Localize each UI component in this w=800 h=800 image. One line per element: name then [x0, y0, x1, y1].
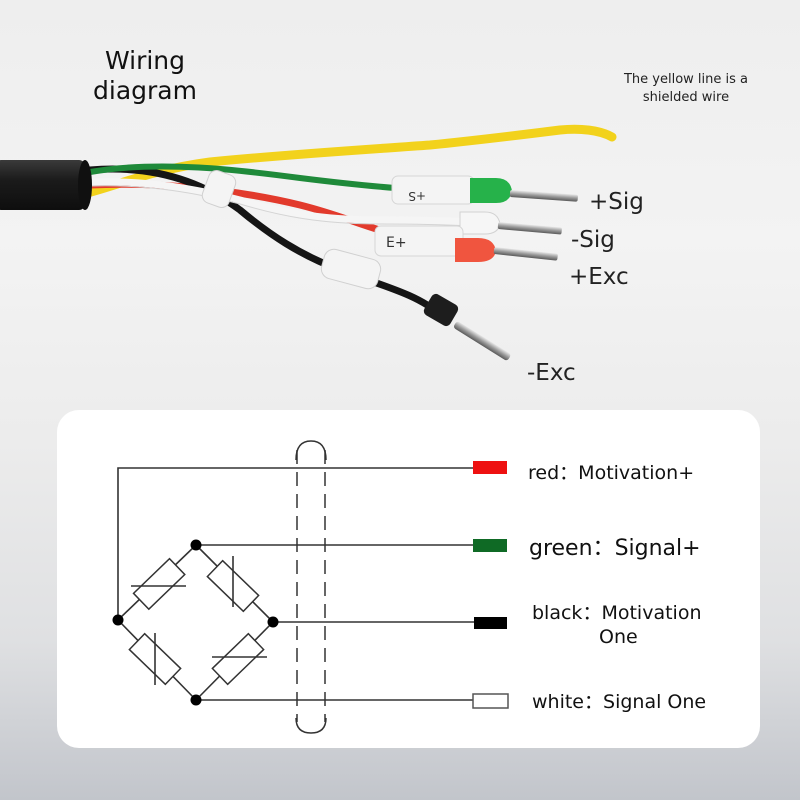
junction-left	[112, 614, 124, 626]
title-line-1: Wiring	[104, 46, 186, 75]
legend-sep: ：	[582, 602, 602, 624]
red-ferrule	[455, 238, 496, 262]
shield-note-line-2: shielded wire	[642, 90, 730, 105]
pin-label-exc-minus: -Exc	[527, 360, 576, 386]
exc-plus-pin	[493, 247, 558, 261]
pin-label-sig-plus: +Sig	[589, 189, 644, 215]
strain-gauge-4	[211, 632, 265, 686]
legend-meaning-black-line2: One	[599, 626, 638, 648]
junction-right	[267, 616, 279, 628]
swatch-black	[474, 617, 507, 629]
legend-meaning-green: Signal+	[614, 536, 701, 561]
sleeve-label-sig: +S	[408, 189, 426, 203]
title-line-2: diagram	[93, 76, 197, 105]
junction-bottom	[190, 694, 202, 706]
shield-bottom-cap	[295, 717, 327, 734]
sig-plus-pin	[509, 190, 578, 202]
legend-sep: ：	[584, 691, 604, 713]
legend-item-white: white：Signal One	[532, 690, 706, 714]
shield-note: The yellow line is a shielded wire	[606, 71, 766, 107]
green-wire	[89, 163, 396, 191]
pin-label-exc-plus: +Exc	[569, 264, 629, 290]
swatch-red	[473, 461, 507, 474]
legend-item-red: red：Motivation+	[528, 461, 694, 485]
bridge-schematic	[112, 440, 509, 734]
junction-top	[190, 539, 202, 551]
white-ferrule	[459, 211, 501, 235]
sleeve-label-exc: E+	[386, 235, 407, 251]
pin-label-sig-minus: -Sig	[571, 227, 615, 253]
title: Wiring diagram	[80, 46, 210, 106]
sig-minus-pin	[497, 222, 562, 235]
legend-item-black: black：Motivation One	[532, 601, 701, 649]
excitation-plus-line	[117, 467, 476, 620]
legend-meaning-black: Motivation	[601, 602, 702, 624]
green-ferrule	[470, 178, 512, 203]
legend-meaning-white: Signal One	[603, 691, 707, 713]
white-wire	[89, 178, 471, 226]
legend-color-black: black	[532, 602, 583, 624]
legend-color-white: white	[532, 691, 584, 713]
shield-top-cap	[295, 440, 327, 461]
legend-meaning-red: Motivation+	[578, 462, 695, 484]
legend-item-green: green：Signal+	[529, 537, 701, 561]
cable-illustration: +S E+	[0, 124, 617, 361]
swatch-white	[472, 693, 509, 709]
legend-sep: ：	[592, 536, 615, 561]
exc-minus-pin	[454, 321, 511, 361]
schematic-panel	[57, 410, 760, 748]
legend-color-green: green	[529, 536, 593, 561]
black-wire	[86, 165, 444, 319]
cable-jacket	[0, 160, 85, 210]
legend-sep: ：	[559, 462, 579, 484]
swatch-green	[473, 539, 507, 552]
strain-gauge-1	[132, 557, 186, 611]
black-ferrule	[423, 293, 459, 327]
legend-color-red: red	[528, 462, 560, 484]
shield-note-line-1: The yellow line is a	[623, 72, 749, 87]
